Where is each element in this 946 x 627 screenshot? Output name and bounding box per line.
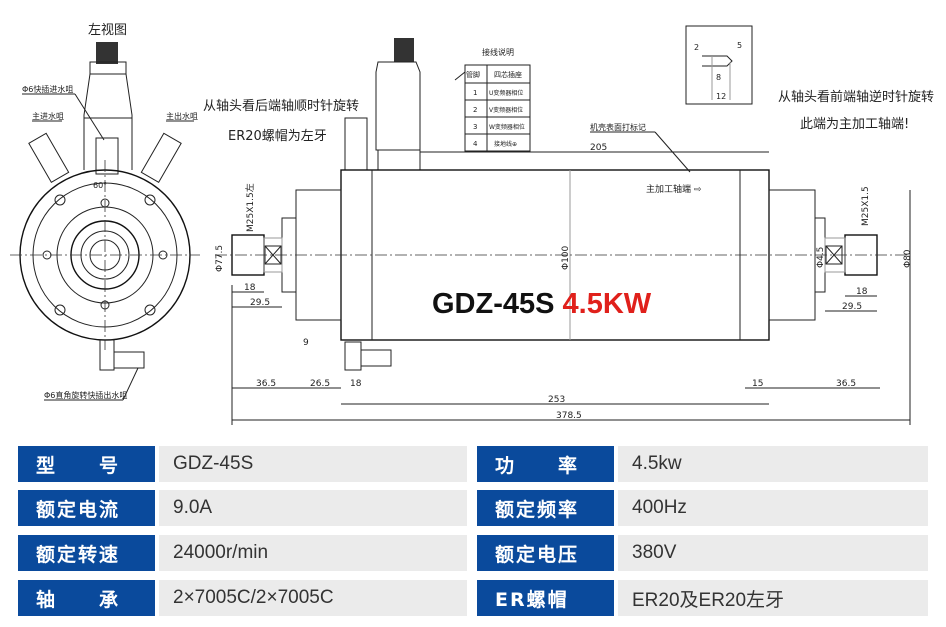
spec-value: 9.0A <box>159 490 467 526</box>
wiring-desc: W变频器相位 <box>489 123 525 131</box>
dim-29-5-right: 29.5 <box>842 302 862 312</box>
spec-label: 额定频率 <box>477 490 614 526</box>
spec-label: 轴 承 <box>18 580 155 616</box>
label-angle-out: Φ6直角旋转快插出水咀 <box>44 390 127 400</box>
dim-phi-100: Φ100 <box>561 245 571 270</box>
label-main-out: 主出水咀 <box>166 111 198 121</box>
dim-36-5-left: 36.5 <box>256 379 276 389</box>
spec-label: 型 号 <box>18 446 155 482</box>
wiring-desc: V变频器相位 <box>489 106 523 114</box>
dim-15: 15 <box>752 379 763 389</box>
side-view: 205 253 378.5 36.5 26.5 18 15 36.5 9 18 … <box>215 38 913 425</box>
label-quick-in: Φ6快插进水咀 <box>22 84 73 94</box>
cable-icon <box>96 42 118 64</box>
quick-in-fitting <box>95 137 119 175</box>
dim-phi-4-5: Φ4.5 <box>816 247 826 268</box>
left-view-title: 左视图 <box>88 23 127 38</box>
keyway-detail: 2 5 8 12 <box>685 25 753 105</box>
model-name: GDZ-45S <box>432 288 555 320</box>
spec-value: ER20及ER20左牙 <box>618 580 928 616</box>
model-title: GDZ-45S 4.5KW <box>432 288 651 321</box>
model-power: 4.5KW <box>562 288 652 320</box>
dim-18-right: 18 <box>856 287 868 297</box>
spec-value: 2×7005C/2×7005C <box>159 580 467 616</box>
keyway-dim: 8 <box>716 73 721 82</box>
spec-value: GDZ-45S <box>159 446 467 482</box>
wiring-title: 接线说明 <box>482 47 514 57</box>
spec-label: 额定电流 <box>18 490 155 526</box>
spec-value: 400Hz <box>618 490 928 526</box>
keyway-dim: 12 <box>716 92 726 101</box>
dim-m25-right: M25X1.5 <box>861 186 871 226</box>
wiring-desc: 接地线⊕ <box>494 140 517 148</box>
cable-icon <box>394 38 414 62</box>
spec-value: 24000r/min <box>159 535 467 571</box>
spec-label: 额定电压 <box>477 535 614 571</box>
dim-29-5-left: 29.5 <box>250 298 270 308</box>
spec-label: ER螺帽 <box>477 580 614 616</box>
dim-m25-left: M25X1.5左 <box>244 183 256 232</box>
dim-9: 9 <box>303 338 309 348</box>
wiring-header-socket: 四芯插座 <box>494 70 522 79</box>
angle-out-fitting <box>344 341 362 371</box>
dim-18-left: 18 <box>244 283 256 293</box>
spec-label: 功 率 <box>477 446 614 482</box>
label-main-end: 主加工轴端 ⇨ <box>646 183 702 195</box>
technical-drawing: 左视图 60° Φ6快插进水咀 主进水咀 主出水咀 Φ6直角旋转快插出水咀 从轴… <box>10 23 934 425</box>
dim-18-bottom: 18 <box>350 379 362 389</box>
angle-out-fitting <box>99 339 115 371</box>
keyway-dim: 5 <box>737 41 742 50</box>
rear-rotation-note: 从轴头看后端轴顺时针旋转 <box>203 98 359 114</box>
main-out-fitting <box>140 132 182 184</box>
label-marking: 机壳表面打标记 <box>590 122 646 132</box>
front-rotation-note: 从轴头看前端轴逆时针旋转 <box>778 89 934 105</box>
wiring-header-pin: 管脚 <box>466 70 480 79</box>
dim-phi-80: Φ80 <box>903 249 913 268</box>
dim-phi-77-5: Φ77.5 <box>215 245 225 272</box>
keyway-dim: 2 <box>694 43 699 52</box>
spec-value: 380V <box>618 535 928 571</box>
dim-205: 205 <box>590 143 607 153</box>
label-main-in: 主进水咀 <box>32 111 64 121</box>
wiring-pin: 1 <box>473 89 477 97</box>
wiring-desc: U变频器相位 <box>489 89 523 97</box>
dim-253: 253 <box>548 395 565 405</box>
front-end-note: 此端为主加工轴端! <box>800 117 909 132</box>
spec-label: 额定转速 <box>18 535 155 571</box>
quick-in-fitting <box>344 117 368 171</box>
main-in-fitting <box>28 132 70 184</box>
rear-thread-note: ER20螺帽为左牙 <box>228 128 327 144</box>
spec-value: 4.5kw <box>618 446 928 482</box>
wiring-table: 接线说明 管脚 四芯插座 1 U变频器相位 2 V变频器相位 3 W变频器相位 … <box>454 47 531 152</box>
wiring-pin: 4 <box>473 140 478 148</box>
wiring-pin: 2 <box>473 106 477 114</box>
angle-label: 60° <box>93 181 107 190</box>
dim-26-5: 26.5 <box>310 379 330 389</box>
dim-378-5: 378.5 <box>556 411 582 421</box>
left-view: 左视图 60° Φ6快插进水咀 主进水咀 主出水咀 Φ6直角旋转快插出水咀 <box>10 23 200 401</box>
wiring-pin: 3 <box>473 123 477 131</box>
dim-36-5-right: 36.5 <box>836 379 856 389</box>
